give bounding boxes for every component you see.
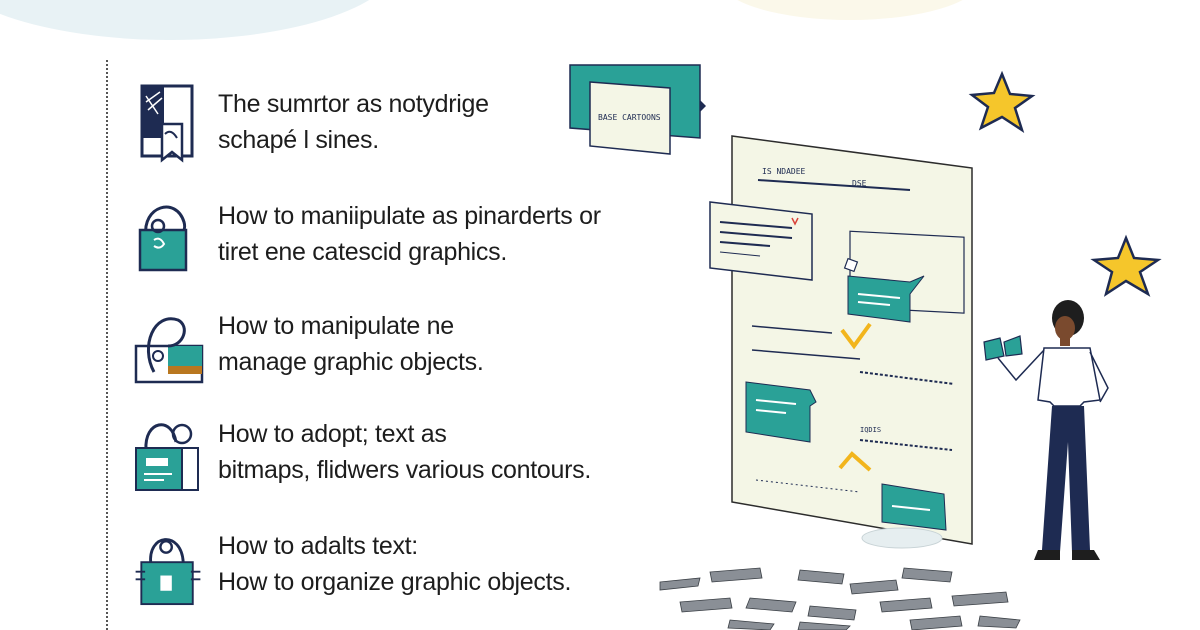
feature-line: tiret ene catescid graphics. [218, 238, 507, 266]
feature-line: How to adopt; text as [218, 420, 447, 448]
feature-line: How to adalts text: [218, 532, 418, 560]
star-icon [1090, 234, 1162, 297]
feature-line: manage graphic objects. [218, 348, 484, 376]
feature-line: schapé l sines. [218, 126, 379, 154]
feature-item: How to adopt; text as bitmaps, flidwers … [132, 414, 652, 504]
feature-line: How to organize graphic objects. [218, 568, 572, 596]
lasso-card-icon [134, 317, 204, 384]
document-bookmark-icon [140, 84, 194, 163]
chat-bubble [843, 257, 925, 323]
document-header-right: DSE [852, 179, 867, 188]
note-card [709, 201, 813, 281]
hero-illustration: BASE CARTOONS IS NDADEE DSE IQDIS [569, 64, 1162, 630]
feature-text: How to adopt; text as bitmaps, flidwers … [218, 416, 591, 488]
star-icon [968, 70, 1036, 133]
chat-bubble [745, 381, 817, 443]
timeline-divider [106, 60, 108, 630]
feature-text: How to maniipulate as pinarderts or tire… [218, 198, 601, 270]
lasso-bag-icon [138, 205, 188, 272]
feature-item: The sumrtor as notydrige schapé l sines. [132, 84, 652, 174]
feature-line: How to manipulate ne [218, 312, 454, 340]
feature-item: How to manipulate ne manage graphic obje… [132, 306, 652, 396]
background-blob [0, 0, 400, 40]
feature-line: How to maniipulate as pinarderts or [218, 202, 601, 230]
person-with-megaphone [983, 300, 1109, 560]
check-mark-icon [840, 322, 872, 350]
sign-label: BASE CARTOONS [598, 113, 661, 122]
feature-text: How to manipulate ne manage graphic obje… [218, 308, 484, 380]
background-blob [720, 0, 980, 20]
hanging-sign: BASE CARTOONS [569, 64, 706, 155]
feature-line: The sumrtor as notydrige [218, 90, 489, 118]
document-header-left: IS NDADEE [762, 167, 806, 176]
hand-grip-bag-icon [135, 538, 201, 606]
tagged-bag-icon [135, 423, 199, 491]
feature-text: How to adalts text: How to organize grap… [218, 528, 571, 600]
feature-line: bitmaps, flidwers various contours. [218, 456, 591, 484]
feature-item: How to adalts text: How to organize grap… [132, 526, 652, 616]
feature-item: How to maniipulate as pinarderts or tire… [132, 196, 652, 286]
document-caption: IQDIS [860, 426, 881, 434]
check-mark-icon [838, 451, 872, 472]
chat-bubble [861, 483, 947, 549]
paper-scraps [659, 567, 1021, 630]
feature-text: The sumrtor as notydrige schapé l sines. [218, 86, 489, 158]
